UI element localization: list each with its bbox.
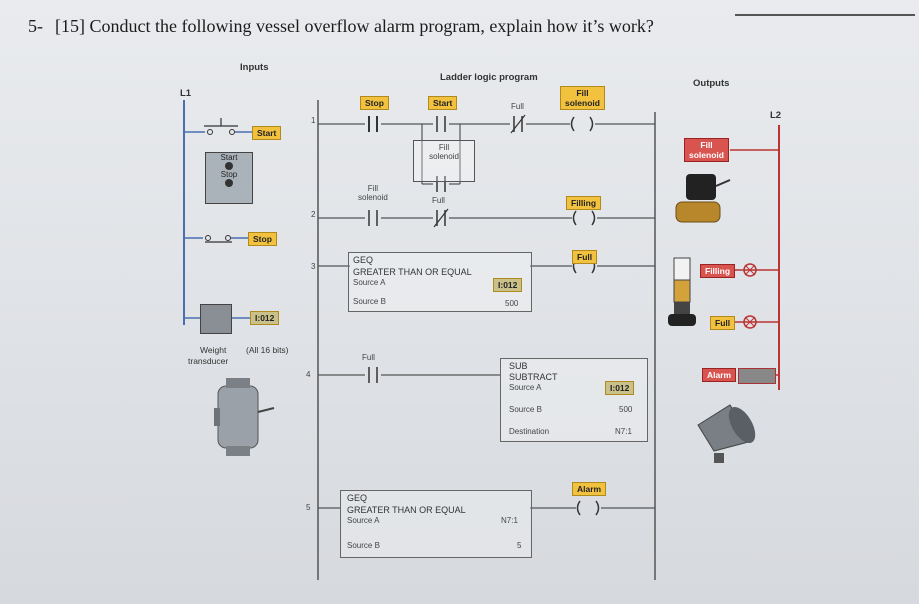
start-tag: Start: [252, 126, 282, 140]
ladder-header: Ladder logic program: [440, 72, 538, 83]
stack-light-icon: [668, 257, 696, 326]
rung1-fill-tag-line1: Fill: [576, 88, 589, 98]
rung1-fill-solenoid-tag: Fill solenoid: [560, 86, 605, 110]
rung3-src-b: Source B: [353, 297, 386, 306]
transducer-icon: [200, 304, 232, 334]
l1-label: L1: [180, 88, 192, 99]
output-alarm-tag: Alarm: [702, 368, 737, 382]
rung4-full-label: Full: [362, 353, 375, 362]
top-rule: [735, 14, 915, 16]
pushbutton-station: Start Stop: [205, 152, 253, 204]
rung5-alarm-tag: Alarm: [572, 482, 607, 496]
start-button: [225, 162, 233, 170]
stop-button-label: Stop: [220, 170, 238, 179]
rung5-src-b-val: 5: [517, 541, 522, 550]
load-cell-icon: [214, 378, 275, 456]
output-filling-tag: Filling: [700, 264, 736, 278]
alarm-relay-icon: [738, 368, 776, 384]
rung1-branch-line2: solenoid: [429, 152, 459, 161]
rung4-sub: SUB: [509, 361, 528, 371]
rung5-title: GREATER THAN OR EQUAL: [347, 505, 466, 515]
rung1-branch-box: Fill solenoid: [413, 140, 475, 182]
rung1-stop-tag: Stop: [360, 96, 389, 110]
rung-4-number: 4: [306, 370, 311, 379]
rung4-src-b: Source B: [509, 405, 542, 414]
rung4-sub-block: SUB SUBTRACT Source A I:012 Source B 500…: [500, 358, 648, 442]
rung4-src-a: Source A: [509, 383, 542, 392]
output-fill-line2: solenoid: [689, 150, 724, 160]
rung2-fill-line2: solenoid: [358, 193, 388, 202]
rung1-full-label: Full: [511, 102, 524, 111]
rung4-src-a-val: I:012: [605, 381, 635, 395]
rung3-geq-block: GEQ GREATER THAN OR EQUAL Source A I:012…: [348, 252, 532, 312]
rung5-geq: GEQ: [347, 493, 368, 503]
analog-tag: I:012: [250, 311, 280, 325]
rung-3-number: 3: [311, 262, 316, 271]
rung-2-number: 2: [311, 210, 316, 219]
rung3-title: GREATER THAN OR EQUAL: [353, 267, 472, 277]
question-text: 5- [15] Conduct the following vessel over…: [28, 16, 654, 37]
bits-label: (All 16 bits): [246, 345, 289, 355]
rung1-fill-tag-line2: solenoid: [565, 98, 600, 108]
rung1-start-tag: Start: [428, 96, 458, 110]
rung4-title: SUBTRACT: [509, 372, 558, 382]
inputs-header: Inputs: [240, 62, 269, 73]
output-fill-line1: Fill: [700, 140, 713, 150]
start-button-label: Start: [220, 153, 238, 162]
solenoid-valve-icon: [675, 174, 731, 223]
rung-1-number: 1: [311, 116, 316, 125]
rung2-filling-tag: Filling: [566, 196, 602, 210]
rung5-src-a-val: N7:1: [501, 516, 518, 525]
rung-5-number: 5: [306, 503, 311, 512]
question-number: 5-: [28, 16, 43, 36]
rung4-dest-val: N7:1: [615, 427, 632, 436]
rung5-geq-block: GEQ GREATER THAN OR EQUAL Source A N7:1 …: [340, 490, 532, 558]
stop-tag: Stop: [248, 232, 277, 246]
stop-button: [225, 179, 233, 187]
rung3-src-a: Source A: [353, 278, 386, 287]
transducer-label-2: transducer: [188, 356, 229, 366]
rung2-full-label: Full: [432, 196, 445, 205]
question-body: [15] Conduct the following vessel overfl…: [55, 16, 654, 36]
rung3-src-b-val: 500: [505, 299, 519, 308]
rung5-src-a: Source A: [347, 516, 380, 525]
rung2-fill-label: Fill solenoid: [358, 184, 388, 202]
rung3-geq: GEQ: [353, 255, 374, 265]
output-fill-solenoid-tag: Fill solenoid: [684, 138, 729, 162]
l2-label: L2: [770, 110, 782, 121]
rung2-fill-line1: Fill: [367, 184, 379, 193]
transducer-label-1: Weight: [200, 345, 227, 355]
rung5-src-b: Source B: [347, 541, 380, 550]
rung3-src-a-val: I:012: [493, 278, 523, 292]
outputs-header: Outputs: [693, 78, 730, 89]
horn-icon: [697, 404, 756, 463]
rung4-src-b-val: 500: [619, 405, 633, 414]
rung3-full-tag: Full: [572, 250, 598, 264]
rung1-branch-line1: Fill: [438, 143, 450, 152]
output-full-tag: Full: [710, 316, 736, 330]
rung4-dest: Destination: [509, 427, 550, 436]
